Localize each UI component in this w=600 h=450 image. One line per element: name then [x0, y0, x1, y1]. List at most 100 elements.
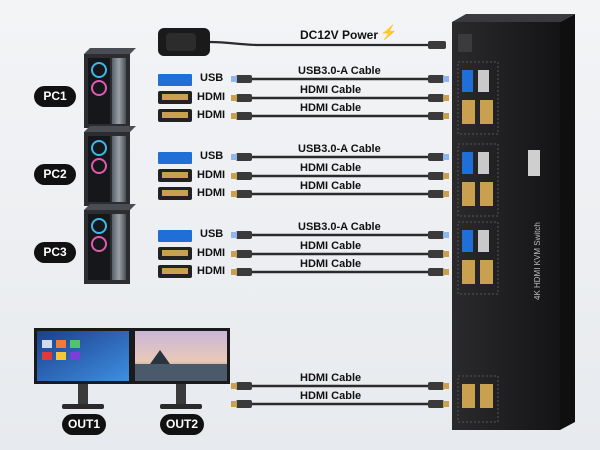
- cable-pc1-1-plug-left: [236, 75, 252, 83]
- pc-fan-1: [91, 218, 107, 234]
- cable-pc1-2-tip-left: [231, 95, 237, 101]
- cable-pc3-1-tip-left: [231, 232, 237, 238]
- cable-label: HDMI Cable: [300, 180, 362, 192]
- cable-pc1-3-plug-right: [428, 112, 444, 120]
- cable-pc2-3-plug-right: [428, 190, 444, 198]
- pc-fan-2: [91, 158, 107, 174]
- pc-fan-2: [91, 236, 107, 252]
- pc-tower-2: [84, 126, 136, 206]
- device-port-group-1: [457, 61, 499, 135]
- cable-label: HDMI Cable: [300, 84, 362, 96]
- hdmi-port-pins: [162, 94, 188, 100]
- cable-pc2-1: [231, 153, 449, 161]
- out-label-2: OUT2: [160, 414, 204, 435]
- hdmi-port-pins: [162, 190, 188, 196]
- cable-pc2-2-plug-left: [236, 172, 252, 180]
- port-label: USB: [200, 72, 224, 84]
- cable-out-2-tip-left: [231, 401, 237, 407]
- cable-pc2-3-tip-right: [443, 191, 449, 197]
- pc-ports-1: [158, 74, 192, 122]
- pc-tower-3: [84, 204, 136, 284]
- usb-port-icon: [158, 74, 192, 86]
- cable-label: HDMI Cable: [300, 258, 362, 270]
- cable-out-1-plug-right: [428, 382, 444, 390]
- power-adapter: [158, 28, 446, 56]
- cable-pc2-1-plug-right: [428, 153, 444, 161]
- device-body-text: 4K HDMI KVM Switch: [533, 222, 542, 300]
- port-label: USB: [200, 228, 224, 240]
- out-label-1: OUT1: [62, 414, 106, 435]
- cable-out-2: [231, 400, 449, 408]
- pc-fan-2: [91, 80, 107, 96]
- pc-top: [84, 204, 136, 210]
- pc-ports-2: [158, 152, 192, 200]
- cable-label: HDMI Cable: [300, 240, 362, 252]
- cable-pc1-1: [231, 75, 449, 83]
- cable-out-1-plug-left: [236, 382, 252, 390]
- cable-pc2-1-plug-left: [236, 153, 252, 161]
- cable-pc2-3: [231, 190, 449, 198]
- cable-pc3-3-tip-left: [231, 269, 237, 275]
- port-label: HDMI: [197, 265, 226, 277]
- pc-label-1: PC1: [34, 86, 76, 107]
- device-port-group-2: [457, 143, 499, 217]
- cable-pc1-3-tip-left: [231, 113, 237, 119]
- cable-label: USB3.0-A Cable: [298, 65, 381, 77]
- cable-pc3-1: [231, 231, 449, 239]
- monitor-out2: [132, 328, 230, 409]
- cable-pc1-1-plug-right: [428, 75, 444, 83]
- cable-pc3-2-plug-left: [236, 250, 252, 258]
- cable-pc3-1-plug-left: [236, 231, 252, 239]
- device-port-group-out: [457, 375, 499, 423]
- device-port-group-3: [457, 221, 499, 295]
- cable-out-1-tip-right: [443, 383, 449, 389]
- port-label: HDMI: [197, 169, 226, 181]
- hdmi-port-pins: [162, 268, 188, 274]
- cable-pc2-2-plug-right: [428, 172, 444, 180]
- port-label: HDMI: [197, 187, 226, 199]
- cable-out-2-plug-left: [236, 400, 252, 408]
- cable-pc3-3-plug-right: [428, 268, 444, 276]
- cable-pc3-3-tip-right: [443, 269, 449, 275]
- cable-pc3-2-plug-right: [428, 250, 444, 258]
- port-label: HDMI: [197, 109, 226, 121]
- cable-pc1-2-tip-right: [443, 95, 449, 101]
- cable-pc3-1-plug-right: [428, 231, 444, 239]
- cable-pc2-2-tip-right: [443, 173, 449, 179]
- cable-label: HDMI Cable: [300, 390, 362, 402]
- pc-label-2: PC2: [34, 164, 76, 185]
- cable-label: USB3.0-A Cable: [298, 221, 381, 233]
- hdmi-port-pins: [162, 172, 188, 178]
- cable-pc3-2: [231, 250, 449, 258]
- cable-pc1-2: [231, 94, 449, 102]
- cable-out-1: [231, 382, 449, 390]
- cable-pc2-1-tip-right: [443, 154, 449, 160]
- port-label: HDMI: [197, 247, 226, 259]
- cable-pc1-1-tip-left: [231, 76, 237, 82]
- hdmi-port-pins: [162, 250, 188, 256]
- cable-pc3-2-tip-right: [443, 251, 449, 257]
- cable-pc3-2-tip-left: [231, 251, 237, 257]
- lightning-bolt-icon: ⚡: [380, 24, 398, 40]
- cable-label: HDMI Cable: [300, 162, 362, 174]
- pc-label-3: PC3: [34, 242, 76, 263]
- cable-pc1-1-tip-right: [443, 76, 449, 82]
- cable-pc2-3-tip-left: [231, 191, 237, 197]
- monitor-out1: [34, 328, 132, 409]
- cable-out-2-tip-right: [443, 401, 449, 407]
- pc-top: [84, 126, 136, 132]
- pc-fan-1: [91, 62, 107, 78]
- cable-pc1-3-plug-left: [236, 112, 252, 120]
- pc-front: [112, 136, 126, 202]
- cable-label: HDMI Cable: [300, 372, 362, 384]
- power-label: DC12V Power: [300, 28, 379, 42]
- hdmi-port-pins: [162, 112, 188, 118]
- cable-label: HDMI Cable: [300, 102, 362, 114]
- port-label: HDMI: [197, 91, 226, 103]
- pc-ports-3: [158, 230, 192, 278]
- kvm-switch-device: 4K HDMI KVM Switch: [452, 14, 575, 430]
- cable-pc3-1-tip-right: [443, 232, 449, 238]
- pc-front: [112, 58, 126, 124]
